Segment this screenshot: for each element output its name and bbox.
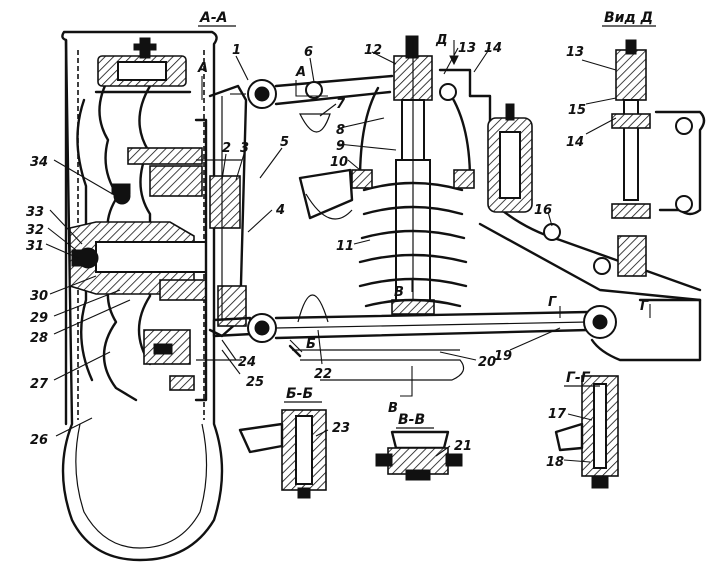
- section-title-vv: В-В: [398, 412, 425, 428]
- marker-g-right: Г: [640, 299, 649, 314]
- callout-8: 8: [336, 123, 345, 138]
- coil-spring: [351, 86, 475, 308]
- shock-absorber: [391, 35, 435, 315]
- callout-14: 14: [484, 41, 502, 56]
- callout-13: 13: [458, 41, 476, 56]
- steering-knuckle: [208, 84, 254, 338]
- section-title-vid-d: Вид Д: [604, 10, 653, 26]
- section-vv-detail: [375, 430, 463, 481]
- callout-14-view-d: 14: [566, 135, 584, 150]
- section-gg-detail: [554, 375, 619, 489]
- callout-34: 34: [30, 155, 48, 170]
- marker-v-upper: В: [394, 285, 404, 300]
- callout-3: 3: [240, 141, 249, 156]
- callout-22: 22: [314, 367, 332, 382]
- callout-23: 23: [332, 421, 350, 436]
- callout-7: 7: [336, 97, 346, 112]
- section-title-bb: Б-Б: [286, 386, 313, 402]
- callout-1: 1: [232, 43, 241, 58]
- lower-control-arm: [247, 294, 617, 381]
- section-titles: А-А Б-Б В-В Г-Г Вид Д: [198, 10, 656, 429]
- leader-lines: [45, 47, 617, 463]
- callout-25: 25: [246, 375, 264, 390]
- view-d: [611, 39, 706, 277]
- callout-numbers: 1 2 3 4 5 6 7 8 9 10 11 12 13 14 13 14 1…: [26, 41, 586, 470]
- callout-31: 31: [26, 239, 44, 254]
- marker-a-mid: А: [295, 65, 306, 80]
- section-title-aa: А-А: [199, 10, 227, 26]
- callout-26: 26: [30, 433, 48, 448]
- callout-32: 32: [26, 223, 44, 238]
- callout-11: 11: [336, 239, 354, 254]
- marker-g-upper: Г: [548, 295, 557, 310]
- callout-17: 17: [548, 407, 567, 422]
- marker-letters: А А Д Б В В Г Г: [197, 33, 649, 416]
- section-bb-detail: [238, 409, 327, 499]
- callout-9: 9: [336, 139, 345, 154]
- callout-12: 12: [364, 43, 382, 58]
- callout-21: 21: [454, 439, 472, 454]
- callout-2: 2: [222, 141, 231, 156]
- callout-4: 4: [275, 203, 285, 218]
- brake-cylinder-top: [94, 37, 192, 94]
- callout-27: 27: [30, 377, 49, 392]
- callout-30: 30: [30, 289, 48, 304]
- marker-b: Б: [306, 337, 316, 352]
- callout-10: 10: [330, 155, 348, 170]
- marker-v-lower: В: [388, 401, 398, 416]
- callout-20: 20: [478, 355, 496, 370]
- callout-15: 15: [568, 103, 586, 118]
- marker-a-top: А: [197, 61, 208, 76]
- upper-control-arm: [230, 74, 394, 133]
- callout-16: 16: [534, 203, 552, 218]
- callout-28: 28: [30, 331, 48, 346]
- callout-29: 29: [30, 311, 48, 326]
- callout-24: 24: [238, 355, 256, 370]
- callout-13-view-d: 13: [566, 45, 584, 60]
- callout-18: 18: [546, 455, 564, 470]
- marker-d-arrow: Д: [435, 33, 448, 48]
- hub-assembly: [69, 118, 242, 402]
- callout-5: 5: [280, 135, 289, 150]
- crossmember: [298, 68, 702, 362]
- callout-6: 6: [304, 45, 313, 60]
- section-title-gg: Г-Г: [566, 370, 591, 386]
- callout-19: 19: [494, 349, 512, 364]
- callout-33: 33: [26, 205, 44, 220]
